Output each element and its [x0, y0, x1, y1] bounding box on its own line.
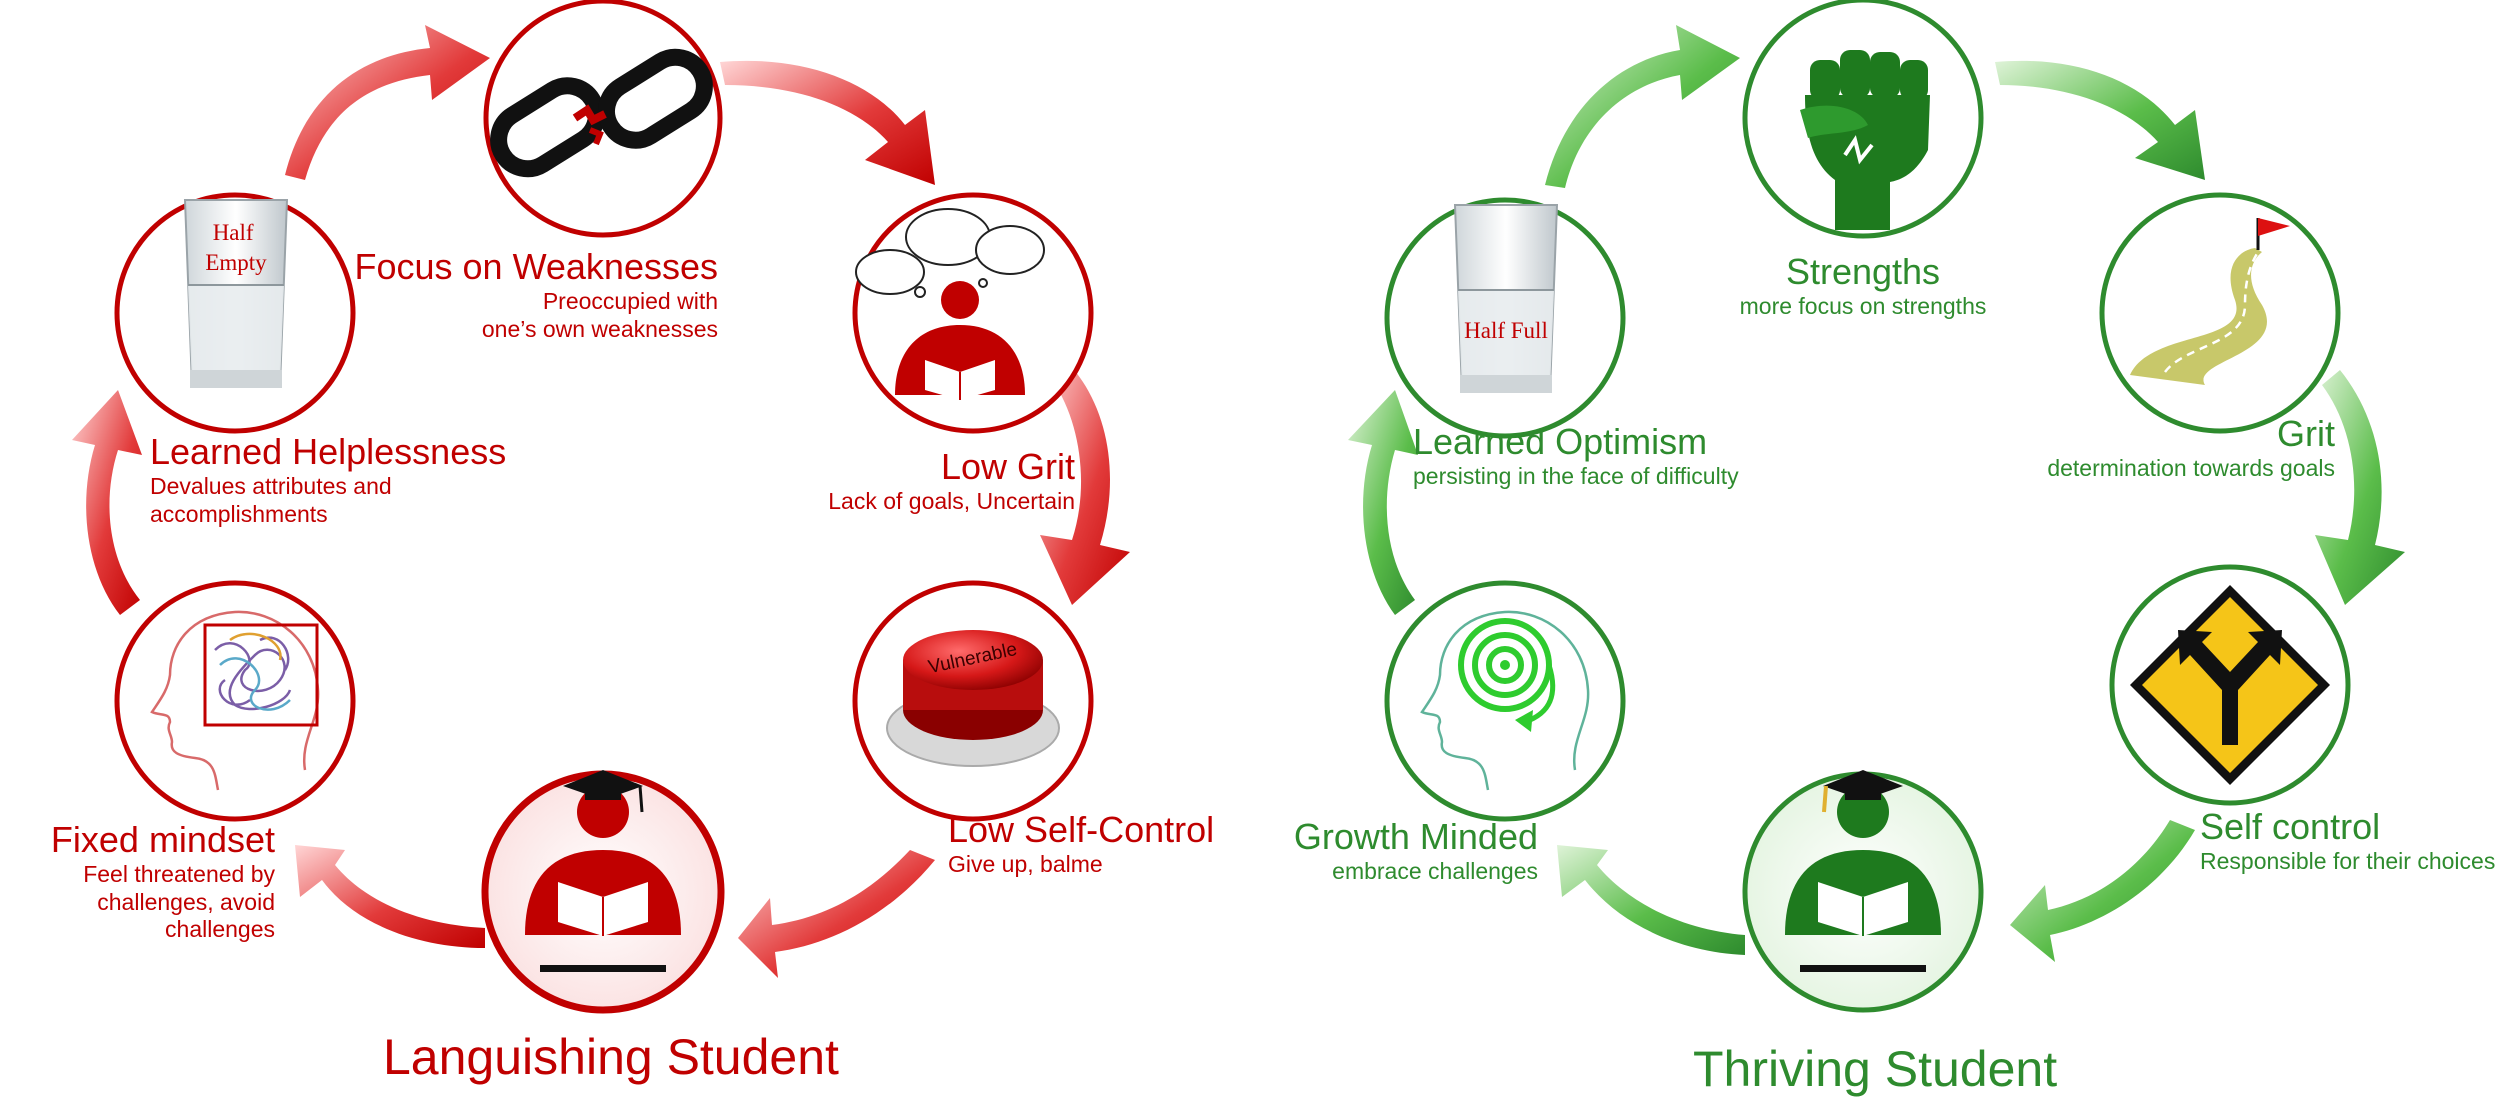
node-learned-optimism: Half Full [1384, 197, 1626, 439]
cycle-arrow-growth-to-optimism [1348, 390, 1418, 615]
node-subtitle: Responsible for their choices [2200, 848, 2496, 875]
node-subtitle: Lack of goals, Uncertain [828, 488, 1075, 515]
label-self-control: Self control Responsible for their choic… [2200, 805, 2495, 876]
label-growth-minded: Growth Minded embrace challenges [1294, 815, 1538, 886]
node-title: Strengths [1785, 251, 1941, 292]
node-title: Focus on Weaknesses [354, 246, 718, 287]
half-full-glass-icon: Half Full [1453, 204, 1559, 393]
label-grit: Grit determination towards goals [2047, 412, 2335, 483]
cycle-arrow-helpless-to-weak [285, 25, 490, 180]
graduate-student-icon [525, 770, 681, 972]
node-fixed-mindset [114, 580, 356, 822]
node-title: Fixed mindset [50, 819, 275, 860]
languishing-title: Languishing Student [383, 1029, 839, 1085]
thinking-student-icon [855, 208, 1045, 400]
node-subtitle: Feel threatened by challenges, avoid cha… [83, 861, 275, 943]
node-title: Self control [2200, 806, 2381, 847]
broken-chain-icon [490, 48, 713, 178]
node-strengths [1742, 0, 1984, 239]
node-title: Grit [2277, 413, 2335, 454]
tangled-brain-head-icon [150, 610, 320, 791]
node-title: Growth Minded [1293, 816, 1538, 857]
node-focus-weaknesses [483, 0, 723, 238]
node-title: Low Grit [940, 446, 1075, 487]
node-subtitle: more focus on strengths [1739, 293, 1987, 320]
graduate-student-icon [1785, 770, 1941, 972]
half-empty-glass-icon: Half Empty [183, 199, 289, 388]
raised-fist-icon [1800, 50, 1930, 230]
vulnerable-button-icon: Vulnerable [886, 630, 1060, 767]
cycle-arrow-weak-to-lowgrit [720, 60, 935, 185]
cycle-arrow-lowself-to-student [738, 850, 935, 978]
cycle-arrow-strengths-to-grit [1995, 60, 2205, 180]
node-low-grit [852, 192, 1094, 434]
spiral-head-icon [1420, 610, 1590, 791]
label-low-self-control: Low Self-Control Give up, balme [948, 808, 1214, 879]
node-learned-helplessness: Half Empty [114, 192, 356, 434]
node-subtitle: Give up, balme [948, 851, 1103, 878]
label-strengths: Strengths more focus on strengths [1663, 250, 2063, 321]
fork-road-sign-icon [2130, 585, 2330, 785]
half-full-glass-label: Half Full [1464, 318, 1548, 343]
label-fixed-mindset: Fixed mindset Feel threatened by challen… [0, 818, 275, 944]
node-thriving-student [1742, 770, 1984, 1013]
cycle-arrow-student-to-growth [1557, 845, 1745, 955]
node-title: Learned Optimism [1413, 421, 1708, 462]
node-subtitle: determination towards goals [2047, 455, 2335, 482]
node-languishing-student [481, 770, 725, 1014]
cycle-arrow-grit-to-selfcontrol [2315, 370, 2405, 605]
node-title: Low Self-Control [948, 809, 1215, 850]
cycle-arrow-lowgrit-to-lowself [1040, 365, 1130, 605]
cycle-arrow-student-to-fixed [295, 845, 485, 948]
thriving-title: Thriving Student [1693, 1041, 2058, 1097]
node-grit [2099, 192, 2341, 434]
node-subtitle: persisting in the face of difficulty [1413, 463, 1739, 490]
cycle-arrow-optimism-to-strengths [1545, 25, 1740, 188]
node-subtitle: Preoccupied with one’s own weaknesses [481, 288, 718, 342]
label-learned-optimism: Learned Optimism persisting in the face … [1413, 420, 1739, 491]
label-low-grit: Low Grit Lack of goals, Uncertain [828, 445, 1075, 516]
cycle-arrow-selfcontrol-to-student [2010, 820, 2195, 962]
node-self-control [2109, 564, 2351, 806]
label-learned-helplessness: Learned Helplessness Devalues attributes… [150, 430, 506, 528]
node-title: Learned Helplessness [150, 431, 507, 472]
half-empty-glass-label: Half Empty [205, 220, 267, 275]
node-low-self-control: Vulnerable [852, 580, 1094, 822]
node-subtitle: embrace challenges [1332, 858, 1538, 885]
winding-road-flag-icon [2130, 218, 2290, 385]
node-subtitle: Devalues attributes and accomplishments [150, 473, 392, 527]
node-growth-minded [1384, 580, 1626, 822]
cycle-arrow-fixed-to-helpless [72, 390, 142, 615]
label-focus-weaknesses: Focus on Weaknesses Preoccupied with one… [354, 245, 718, 343]
